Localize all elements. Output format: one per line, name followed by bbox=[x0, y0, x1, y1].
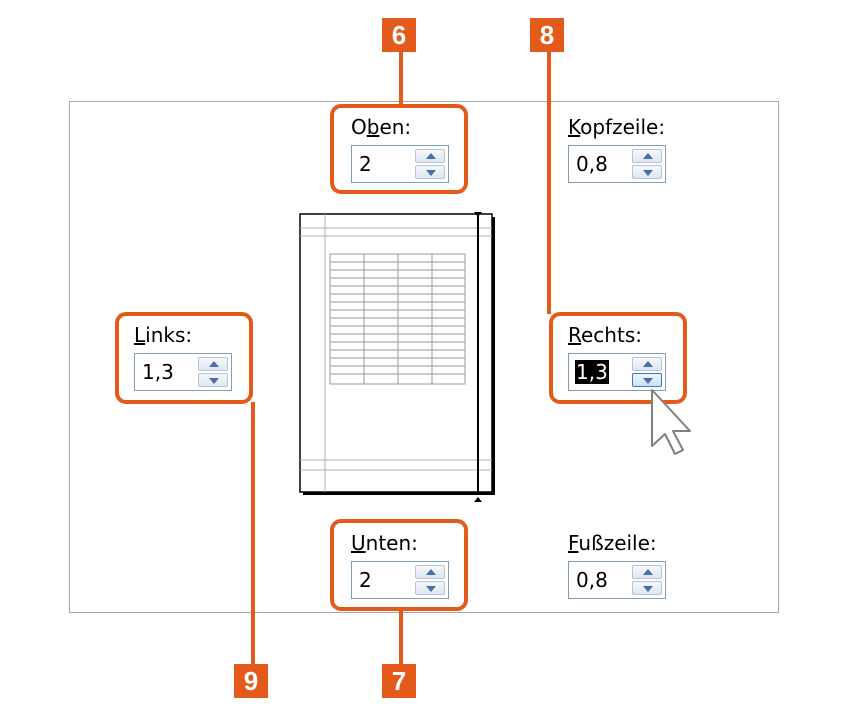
footer-margin-spinner[interactable]: 0,8 bbox=[568, 561, 666, 599]
callout-badge-7: 7 bbox=[382, 664, 416, 698]
arrow-up-icon bbox=[643, 569, 653, 575]
header-margin-label: Kopfzeile: bbox=[568, 115, 666, 139]
left-margin-decrease-button[interactable] bbox=[198, 373, 228, 387]
top-margin-label: Oben: bbox=[351, 115, 412, 139]
bottom-margin-input[interactable]: 2 bbox=[359, 568, 372, 592]
top-margin-spinner[interactable]: 2 bbox=[351, 145, 449, 183]
margin-guides bbox=[300, 214, 492, 492]
top-margin-decrease-button[interactable] bbox=[415, 165, 445, 179]
left-margin-spinner[interactable]: 1,3 bbox=[134, 353, 232, 391]
arrow-down-icon bbox=[209, 378, 219, 384]
bottom-margin-label: Unten: bbox=[351, 531, 418, 555]
footer-margin-input[interactable]: 0,8 bbox=[576, 568, 608, 592]
arrow-up-icon bbox=[209, 361, 219, 367]
arrow-up-icon bbox=[426, 153, 436, 159]
top-margin-increase-button[interactable] bbox=[415, 149, 445, 163]
footer-margin-increase-button[interactable] bbox=[632, 565, 662, 579]
callout-badge-8: 8 bbox=[530, 18, 564, 52]
preview-table-grid bbox=[329, 253, 466, 385]
left-margin-label: Links: bbox=[134, 323, 193, 347]
bottom-margin-decrease-button[interactable] bbox=[415, 581, 445, 595]
bottom-marker-icon bbox=[474, 497, 482, 502]
arrow-down-icon bbox=[426, 170, 436, 176]
arrow-up-icon bbox=[426, 569, 436, 575]
header-margin-decrease-button[interactable] bbox=[632, 165, 662, 179]
page-preview bbox=[299, 212, 495, 502]
leader-line-9 bbox=[251, 402, 255, 664]
bottom-margin-increase-button[interactable] bbox=[415, 565, 445, 579]
page-sheet bbox=[299, 213, 493, 493]
header-margin-input[interactable]: 0,8 bbox=[576, 152, 608, 176]
callout-frame-left bbox=[115, 312, 253, 404]
leader-line-8 bbox=[547, 52, 551, 314]
footer-margin-label: Fußzeile: bbox=[568, 531, 657, 555]
top-marker-icon bbox=[474, 212, 482, 217]
callout-badge-9: 9 bbox=[234, 664, 268, 698]
callout-frame-top bbox=[330, 104, 468, 194]
arrow-up-icon bbox=[643, 153, 653, 159]
top-margin-input[interactable]: 2 bbox=[359, 152, 372, 176]
right-margin-decrease-button[interactable] bbox=[632, 373, 662, 387]
arrow-down-icon bbox=[643, 586, 653, 592]
mouse-pointer-icon bbox=[651, 389, 691, 455]
leader-line-6 bbox=[399, 52, 403, 106]
left-margin-input[interactable]: 1,3 bbox=[142, 360, 174, 384]
left-margin-increase-button[interactable] bbox=[198, 357, 228, 371]
header-margin-spinner[interactable]: 0,8 bbox=[568, 145, 666, 183]
right-margin-increase-button[interactable] bbox=[632, 357, 662, 371]
right-margin-label: Rechts: bbox=[568, 323, 642, 347]
right-margin-input[interactable]: 1,3 bbox=[575, 360, 609, 384]
callout-frame-right bbox=[549, 312, 687, 404]
arrow-down-icon bbox=[643, 378, 653, 384]
right-margin-spinner[interactable]: 1,3 bbox=[568, 353, 666, 391]
callout-badge-6: 6 bbox=[382, 18, 416, 52]
arrow-up-icon bbox=[643, 361, 653, 367]
bottom-margin-spinner[interactable]: 2 bbox=[351, 561, 449, 599]
arrow-down-icon bbox=[643, 170, 653, 176]
arrow-down-icon bbox=[426, 586, 436, 592]
header-margin-increase-button[interactable] bbox=[632, 149, 662, 163]
footer-margin-decrease-button[interactable] bbox=[632, 581, 662, 595]
callout-frame-bottom bbox=[330, 519, 468, 611]
leader-line-7 bbox=[399, 610, 403, 664]
